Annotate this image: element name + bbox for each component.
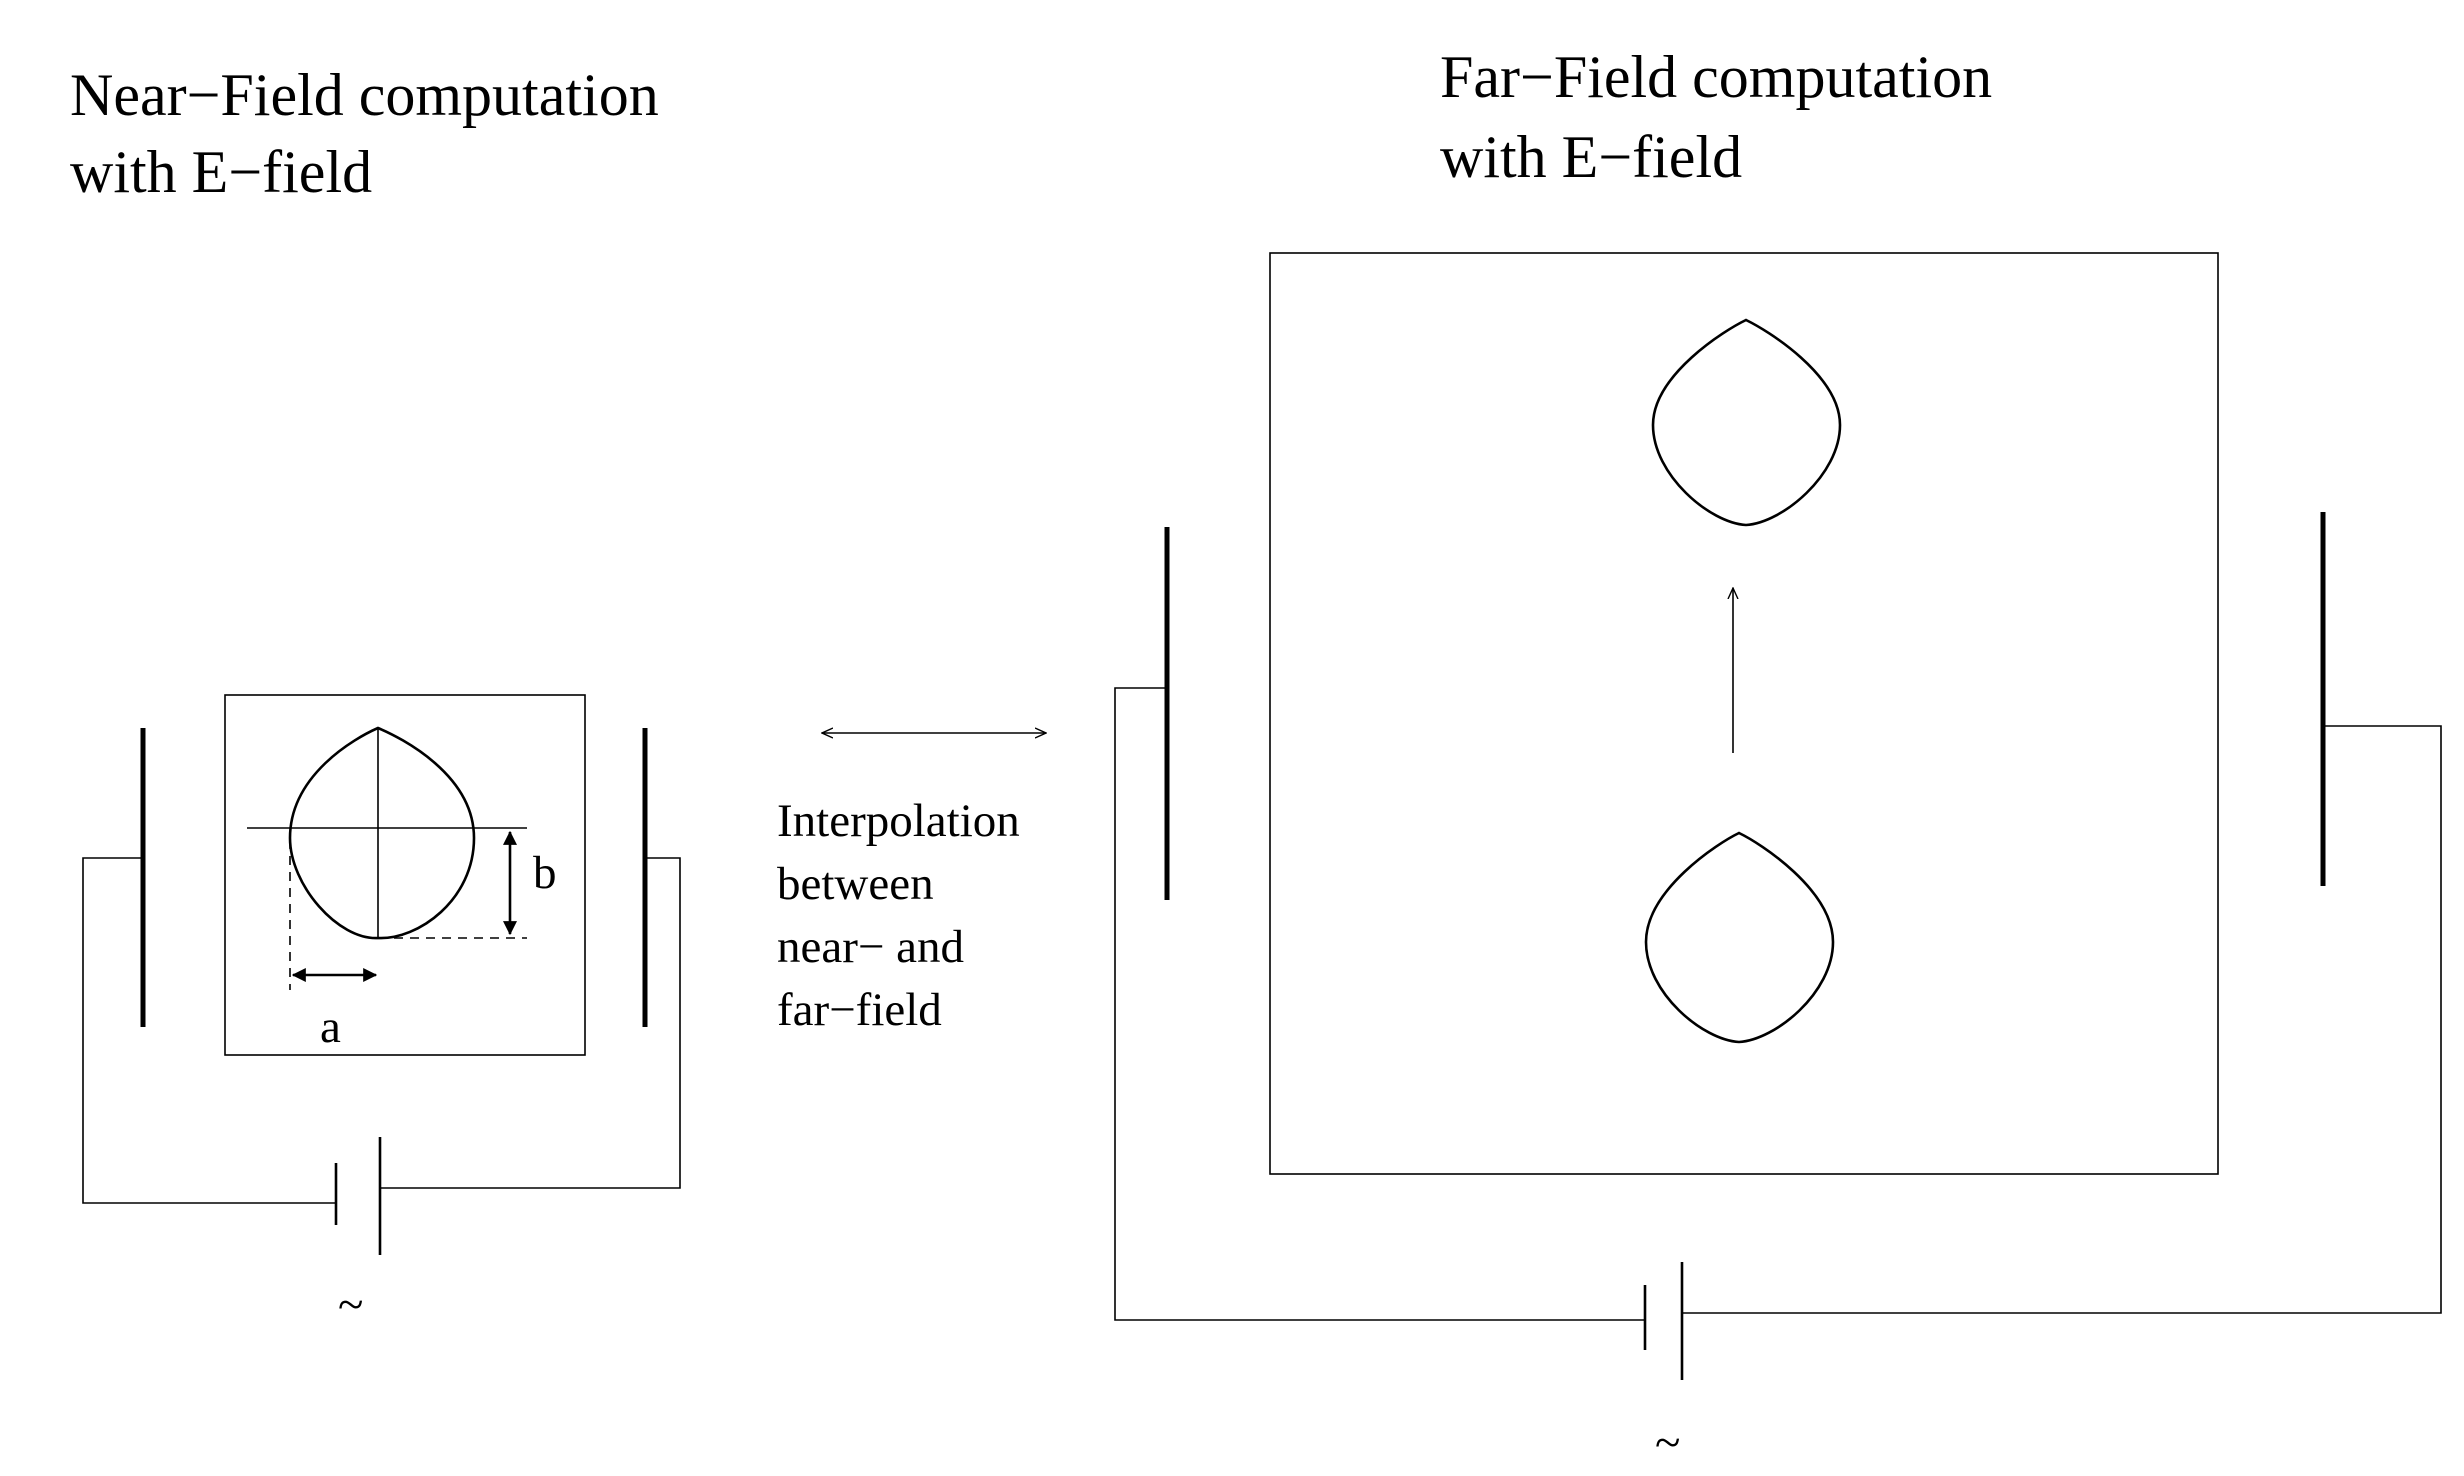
far-field-droplet-upper: [1651, 318, 1842, 527]
near-field-panel: Near−Field computation with E−field a b …: [70, 62, 681, 1331]
interpolation-text-line1: Interpolation: [777, 795, 1020, 847]
near-field-title-line1: Near−Field computation: [70, 62, 659, 128]
near-field-droplet: [288, 726, 476, 940]
near-field-title-line2: with E−field: [70, 139, 372, 205]
near-field-wire-left: [82, 857, 336, 1204]
interpolation-text-line4: far−field: [777, 984, 942, 1036]
far-field-title-line2: with E−field: [1440, 124, 1742, 190]
interpolation-text-line3: near− and: [777, 921, 964, 973]
near-field-domain-box: [224, 694, 586, 1056]
near-field-ac-symbol: ~: [338, 1279, 363, 1331]
dimension-b-label: b: [533, 847, 557, 899]
far-field-wire-right: [1682, 725, 2442, 1314]
dimension-a-label: a: [320, 1001, 341, 1053]
far-field-ac-symbol: ~: [1655, 1417, 1680, 1469]
far-field-domain-box: [1269, 252, 2219, 1175]
far-field-title-line1: Far−Field computation: [1440, 44, 1992, 110]
near-field-wire-right: [380, 857, 681, 1189]
far-field-wire-left: [1114, 687, 1645, 1321]
far-field-droplet-lower: [1644, 831, 1835, 1044]
interpolation-panel: Interpolation between near− and far−fiel…: [777, 733, 1046, 1036]
interpolation-text-line2: between: [777, 858, 934, 910]
far-field-panel: Far−Field computation with E−field ~: [1114, 44, 2442, 1469]
